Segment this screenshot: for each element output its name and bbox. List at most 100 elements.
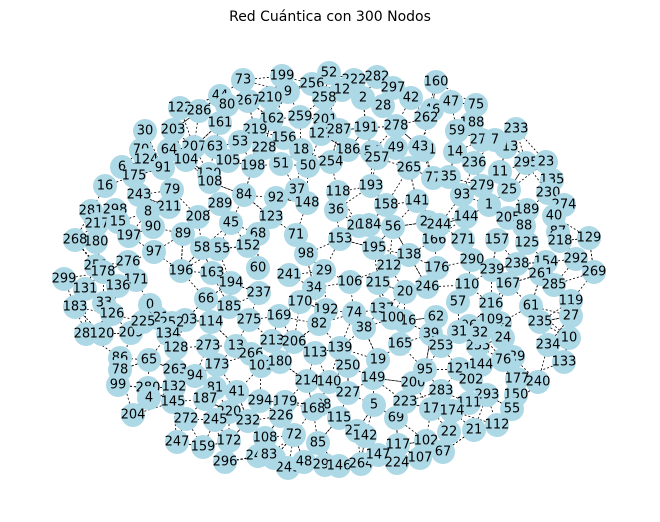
node-circle bbox=[327, 454, 351, 478]
graph-node: 114 bbox=[199, 310, 223, 334]
node-label: 12 bbox=[334, 83, 351, 98]
graph-node: 236 bbox=[462, 151, 486, 175]
node-label: 180 bbox=[268, 355, 293, 370]
graph-node: 180 bbox=[84, 230, 108, 254]
node-label: 57 bbox=[450, 295, 467, 310]
graph-node: 71 bbox=[284, 223, 308, 247]
node-circle bbox=[437, 420, 461, 444]
node-circle bbox=[73, 277, 97, 301]
graph-node: 187 bbox=[193, 387, 217, 411]
node-label: 71 bbox=[288, 228, 305, 243]
node-circle bbox=[232, 183, 256, 207]
node-circle bbox=[470, 174, 494, 198]
node-label: 213 bbox=[260, 334, 285, 349]
node-circle bbox=[215, 93, 239, 117]
node-label: 168 bbox=[301, 402, 326, 417]
node-label: 2 bbox=[359, 91, 367, 106]
graph-node: 7 bbox=[483, 128, 507, 152]
graph-node: 83 bbox=[257, 443, 281, 467]
node-circle bbox=[336, 354, 360, 378]
node-circle bbox=[131, 310, 155, 334]
node-label: 184 bbox=[357, 218, 382, 233]
node-label: 224 bbox=[385, 456, 410, 471]
graph-node: 267 bbox=[236, 89, 260, 113]
graph-node: 82 bbox=[307, 312, 331, 336]
node-circle bbox=[196, 334, 220, 358]
node-circle bbox=[259, 205, 283, 229]
graph-node: 174 bbox=[440, 399, 464, 423]
node-label: 189 bbox=[515, 203, 540, 218]
graph-edge bbox=[530, 305, 572, 317]
node-label: 66 bbox=[198, 292, 215, 307]
node-label: 276 bbox=[116, 255, 141, 270]
node-label: 230 bbox=[536, 186, 561, 201]
node-label: 198 bbox=[241, 159, 266, 174]
node-label: 136 bbox=[106, 279, 131, 294]
node-circle bbox=[217, 429, 241, 453]
node-label: 237 bbox=[247, 286, 272, 301]
node-label: 273 bbox=[196, 339, 221, 354]
node-circle bbox=[483, 128, 507, 152]
node-circle bbox=[366, 348, 390, 372]
node-circle bbox=[446, 290, 470, 314]
node-circle bbox=[248, 389, 272, 413]
node-circle bbox=[52, 267, 76, 291]
graph-node: 162 bbox=[260, 107, 285, 131]
node-label: 271 bbox=[451, 233, 476, 248]
node-label: 29 bbox=[316, 264, 333, 279]
node-circle bbox=[208, 192, 232, 216]
node-label: 118 bbox=[326, 185, 351, 200]
node-label: 141 bbox=[405, 194, 430, 209]
node-circle bbox=[381, 76, 405, 100]
graph-node: 233 bbox=[504, 117, 528, 141]
graph-node: 268 bbox=[63, 228, 87, 252]
graph-node: 168 bbox=[301, 397, 326, 421]
node-circle bbox=[161, 390, 185, 414]
node-circle bbox=[236, 409, 260, 433]
node-circle bbox=[526, 370, 550, 394]
graph-node: 50 bbox=[296, 154, 320, 178]
node-circle bbox=[219, 271, 243, 295]
node-label: 42 bbox=[403, 91, 420, 106]
node-label: 162 bbox=[260, 112, 285, 127]
node-label: 240 bbox=[526, 375, 551, 390]
node-label: 75 bbox=[468, 98, 485, 113]
graph-node: 92 bbox=[264, 186, 288, 210]
node-label: 145 bbox=[161, 395, 186, 410]
node-circle bbox=[91, 260, 115, 284]
node-label: 25 bbox=[501, 183, 518, 198]
node-circle bbox=[231, 68, 255, 92]
node-circle bbox=[429, 334, 453, 358]
graph-node: 67 bbox=[431, 440, 455, 464]
node-circle bbox=[63, 295, 87, 319]
graph-node: 211 bbox=[157, 195, 181, 219]
node-circle bbox=[106, 274, 130, 298]
node-circle bbox=[528, 310, 552, 334]
node-label: 262 bbox=[414, 111, 439, 126]
node-label: 269 bbox=[582, 265, 607, 280]
graph-node: 14 bbox=[443, 140, 467, 164]
graph-node: 38 bbox=[352, 316, 376, 340]
graph-node: 239 bbox=[480, 258, 504, 282]
node-label: 275 bbox=[237, 313, 262, 328]
node-label: 195 bbox=[362, 241, 387, 256]
node-circle bbox=[100, 302, 124, 326]
graph-edge bbox=[144, 130, 164, 169]
graph-node: 57 bbox=[446, 290, 470, 314]
node-circle bbox=[480, 258, 504, 282]
node-circle bbox=[374, 193, 398, 217]
node-circle bbox=[419, 397, 443, 421]
node-label: 257 bbox=[365, 151, 390, 166]
graph-node: 19 bbox=[366, 348, 390, 372]
node-label: 172 bbox=[217, 434, 242, 449]
node-label: 15 bbox=[110, 215, 127, 230]
graph-node: 125 bbox=[515, 231, 540, 255]
node-label: 244 bbox=[427, 218, 452, 233]
node-circle bbox=[388, 332, 412, 356]
graph-node: 52 bbox=[317, 61, 341, 85]
node-label: 84 bbox=[236, 188, 253, 203]
node-circle bbox=[296, 154, 320, 178]
node-circle bbox=[557, 326, 581, 350]
node-label: 125 bbox=[515, 236, 540, 251]
node-label: 173 bbox=[205, 358, 230, 373]
